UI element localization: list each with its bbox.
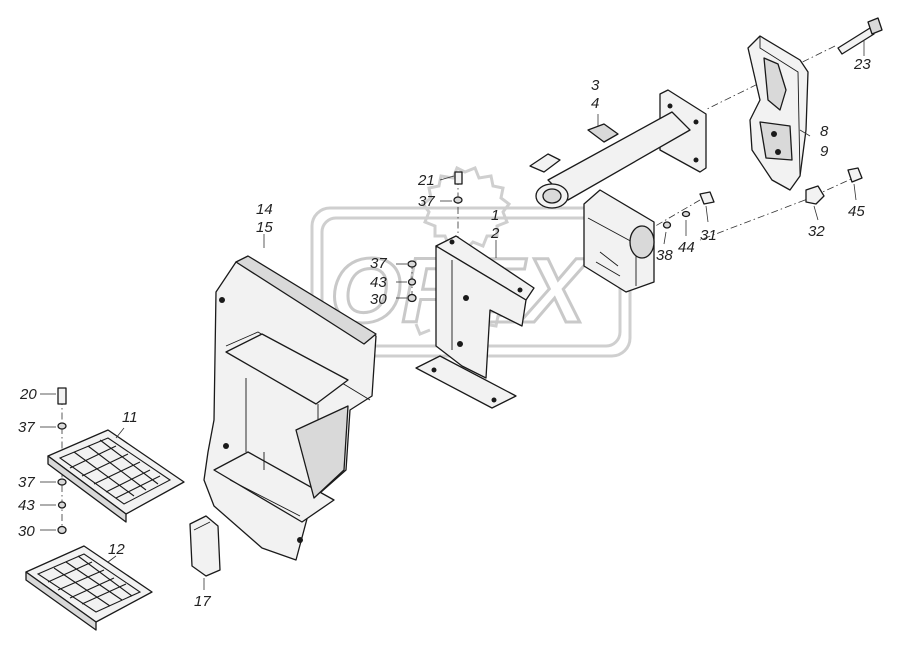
callout-37a: 37	[418, 193, 435, 210]
callout-9: 9	[820, 143, 829, 160]
callout-21: 21	[417, 172, 435, 189]
callout-3: 3	[591, 77, 600, 94]
step-plate-11	[47, 429, 185, 523]
callout-11: 11	[122, 409, 138, 426]
callout-45: 45	[848, 203, 865, 220]
callout-37c: 37	[18, 419, 35, 436]
bolt-23	[837, 17, 883, 55]
callout-15: 15	[256, 219, 273, 236]
callout-23: 23	[853, 56, 871, 73]
callout-43a: 43	[370, 274, 387, 291]
fasteners-left	[57, 387, 67, 535]
callout-20: 20	[19, 386, 37, 403]
cross-tube-3-4	[529, 89, 707, 293]
callout-38: 38	[656, 247, 673, 264]
callout-2: 2	[490, 225, 500, 242]
callout-32: 32	[808, 223, 825, 240]
fasteners-upper	[453, 167, 863, 229]
step-plate-12	[25, 545, 153, 631]
callout-17: 17	[194, 593, 211, 610]
callout-37b: 37	[370, 255, 387, 272]
callout-12: 12	[108, 541, 125, 558]
callout-labels: 1 2 3 4 8 9 11 12 14 15 17 20 21 23 30 3…	[18, 56, 871, 610]
callout-30a: 30	[370, 291, 387, 308]
callout-1: 1	[491, 207, 499, 224]
callout-43b: 43	[18, 497, 35, 514]
callout-44: 44	[678, 239, 695, 256]
callout-8: 8	[820, 123, 829, 140]
callout-31: 31	[700, 227, 717, 244]
bracket-8-9	[747, 35, 809, 191]
callout-4: 4	[591, 95, 599, 112]
callout-30b: 30	[18, 523, 35, 540]
callout-37d: 37	[18, 474, 35, 491]
fasteners-center	[407, 260, 417, 303]
step-housing-14-15	[203, 255, 377, 561]
callout-14: 14	[256, 201, 273, 218]
center-bracket-1-2	[415, 235, 535, 409]
leader-lines	[40, 40, 865, 590]
side-cover-17	[189, 515, 221, 577]
